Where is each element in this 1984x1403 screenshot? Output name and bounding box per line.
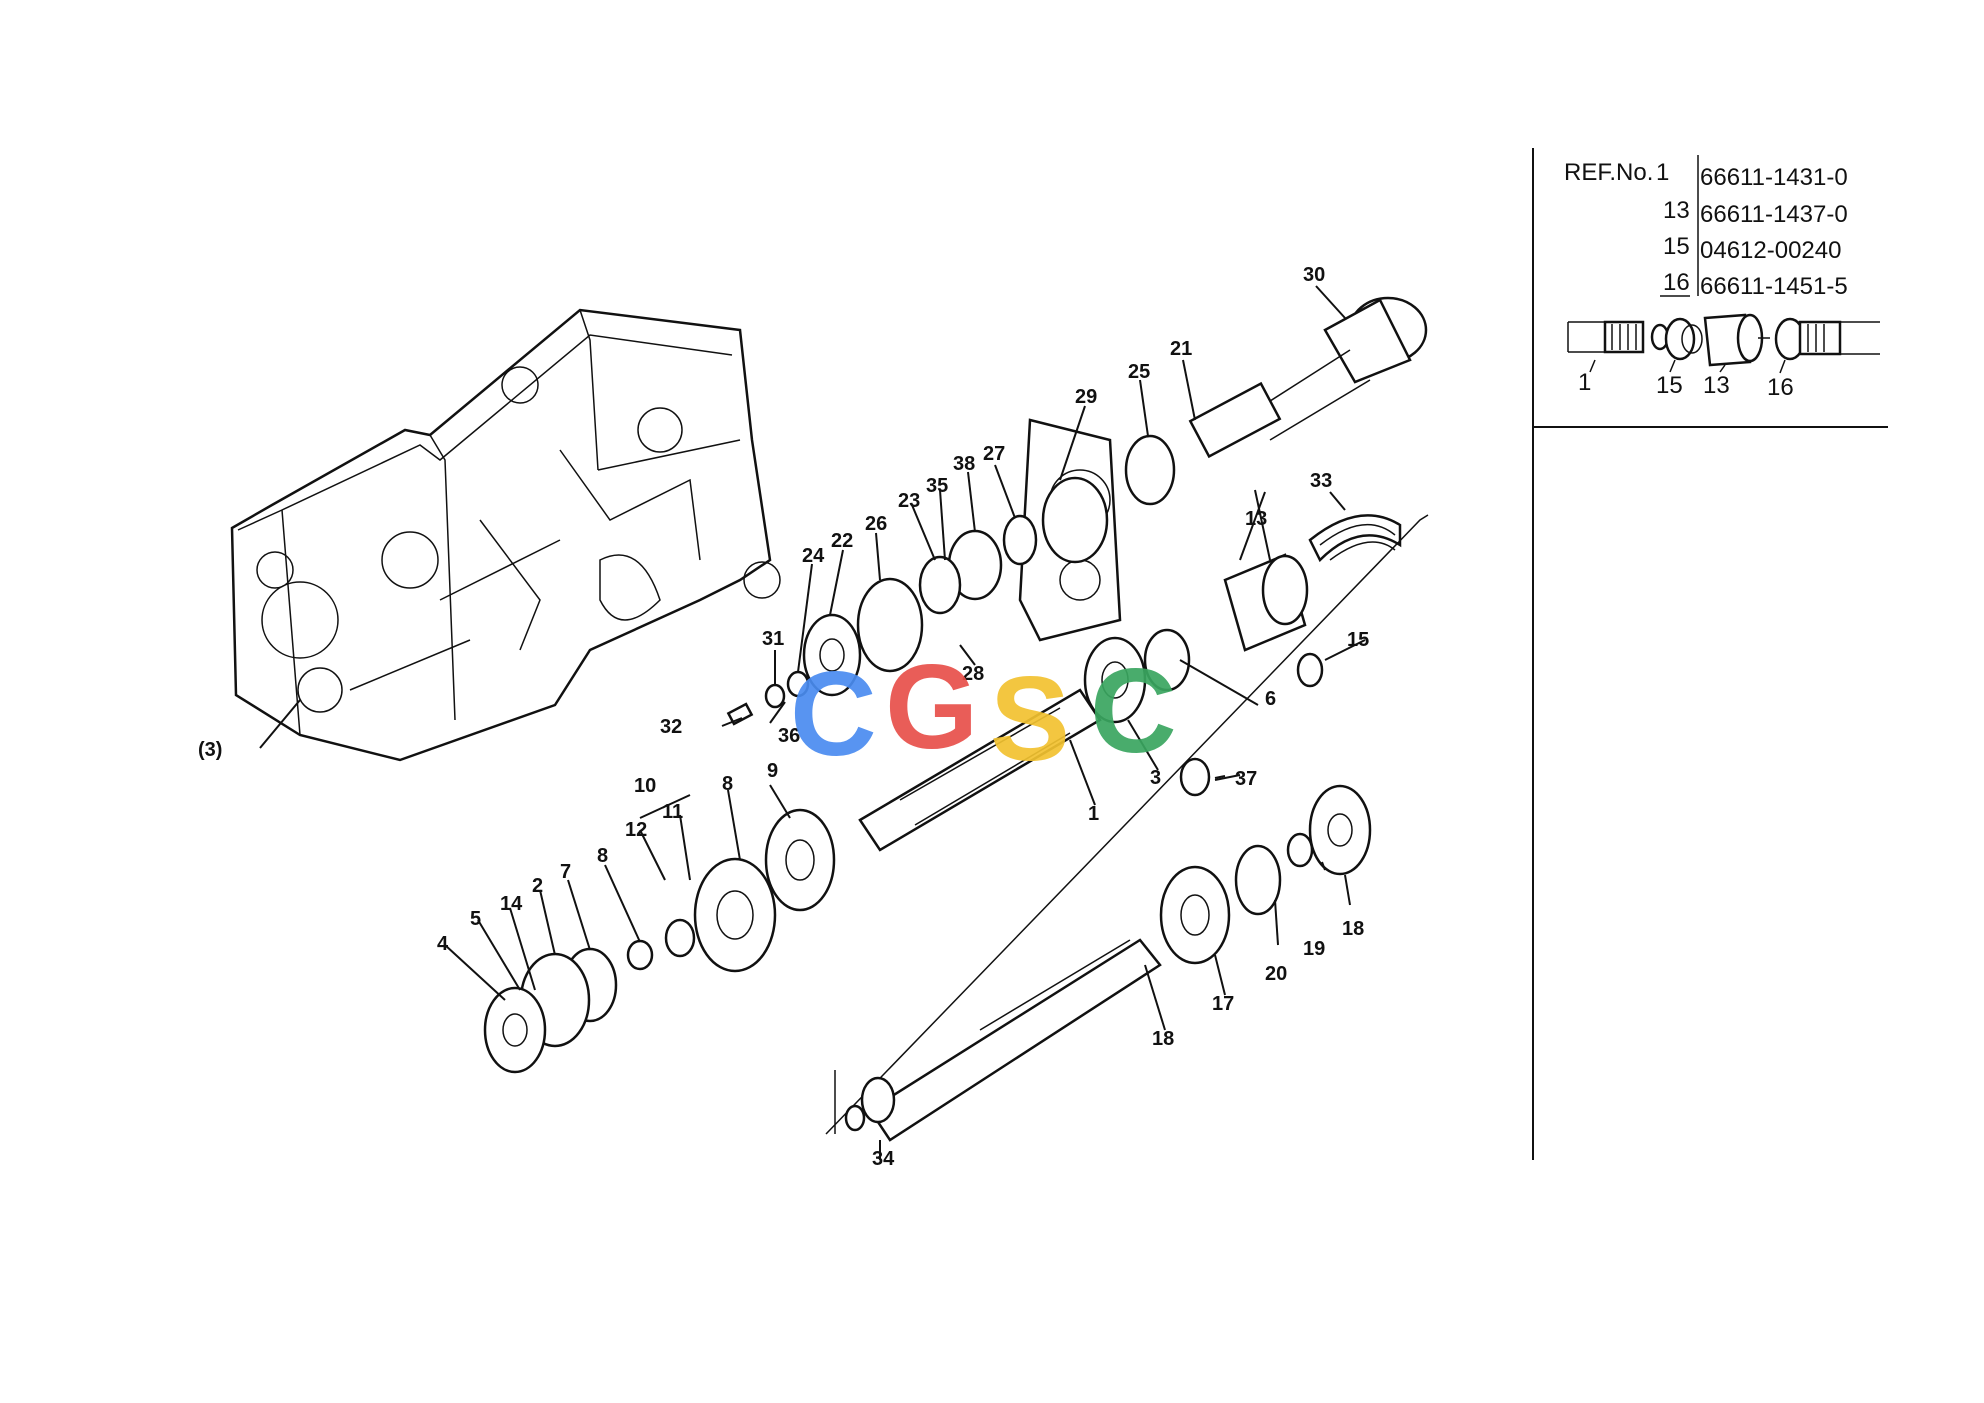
ref-header: REF.No. [1564,159,1653,186]
callout-31: 31 [762,628,784,650]
callout-7: 7 [560,861,571,883]
callout-13: 13 [1245,508,1267,530]
callout-labels: 30 21 25 29 27 38 35 23 26 22 24 31 32 3… [198,264,1369,1170]
ref-row-1-part: 66611-1431-0 [1700,164,1848,191]
callout-32: 32 [660,716,682,738]
callout-29: 29 [1075,386,1097,408]
inset-label-15: 15 [1656,372,1683,399]
ref-row-2-part: 66611-1437-0 [1700,201,1848,228]
callout-33: 33 [1310,470,1332,492]
callout-23: 23 [898,490,920,512]
callout-36: 36 [778,725,800,747]
watermark-letter-c2: C [1090,644,1177,778]
callout-11: 11 [662,801,683,823]
reference-panel: REF.No. 1 66611-1431-0 13 66611-1437-0 1… [1532,148,1888,1160]
callout-25: 25 [1128,361,1150,383]
watermark-logo: C G S C [790,640,1177,786]
ref-row-2-ref: 13 [1663,197,1690,224]
callout-21: 21 [1170,338,1192,360]
watermark-letter-c1: C [790,647,877,781]
upper-shaft-assembly [726,296,1428,726]
inset-detail: 1 15 13 16 [1567,313,1880,401]
callout-12: 12 [625,819,647,841]
ref-row-1-ref: 1 [1656,159,1669,186]
ref-row-3-ref: 15 [1663,233,1690,260]
callout-26: 26 [865,513,887,535]
main-shaft-assembly [483,514,1402,1074]
callout-27: 27 [983,443,1005,465]
callout-5: 5 [470,908,481,930]
callout-17: 17 [1212,993,1234,1015]
callout-1: 1 [1088,803,1099,825]
ref-row-4-part: 66611-1451-5 [1700,273,1848,300]
callout-37: 37 [1235,768,1257,790]
inset-label-16: 16 [1767,374,1794,401]
callout-18-lower: 18 [1152,1028,1174,1050]
inset-label-1: 1 [1578,369,1591,396]
inset-label-13: 13 [1703,372,1730,399]
callout-3: 3 [1150,767,1161,789]
callout-34: 34 [872,1148,895,1170]
ref-row-4-ref: 16 [1663,269,1690,296]
lower-shaft-assembly [825,514,1429,1142]
callout-9: 9 [767,760,778,782]
callout-28: 28 [962,663,984,685]
callout-6: 6 [1265,688,1276,710]
callout-8-lower: 8 [597,845,608,867]
callout-15: 15 [1347,629,1369,651]
watermark-letter-g: G [885,640,978,774]
callout-10: 10 [634,775,656,797]
callout-38: 38 [953,453,975,475]
callout-19: 19 [1303,938,1325,960]
callout-2: 2 [532,875,543,897]
transmission-housing [230,308,781,762]
callout-35: 35 [926,475,948,497]
callout-22: 22 [831,530,853,552]
callout-20: 20 [1265,963,1287,985]
ref-row-3-part: 04612-00240 [1700,237,1841,264]
callout-24: 24 [802,545,825,567]
callout-4: 4 [437,933,449,955]
leader-lines [259,285,1366,1160]
watermark-letter-s: S [990,652,1070,786]
callout-30: 30 [1303,264,1325,286]
callout-18-right: 18 [1342,918,1364,940]
callout-8-upper: 8 [722,773,733,795]
callout-14: 14 [500,893,523,915]
callout-3-housing: (3) [198,739,222,761]
